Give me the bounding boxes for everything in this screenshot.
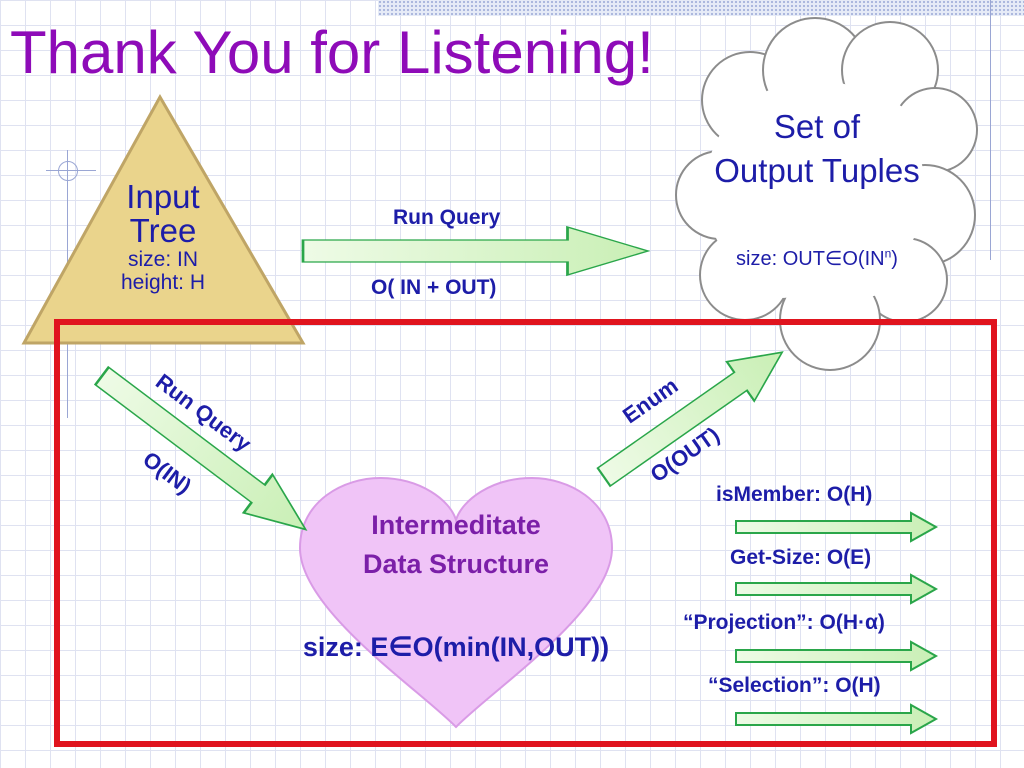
operation-label: “Projection”: O(H·α)	[683, 611, 885, 634]
input-tree-label: Input Tree size: IN height: H	[68, 178, 258, 295]
enum-diag-arrow	[589, 331, 797, 498]
operation-arrow	[735, 574, 937, 604]
operation-label: isMember: O(H)	[716, 483, 873, 506]
heart-label-line2: Data Structure	[362, 549, 550, 579]
output-cloud-size-suffix: )	[891, 248, 898, 270]
output-cloud-title-line1: Set of	[773, 108, 861, 145]
run-query-arrow	[301, 225, 650, 277]
output-cloud-size: size: OUT∈O(INn)	[672, 246, 962, 271]
heart-label: Intermeditate Data Structure	[296, 506, 616, 584]
operation-label: “Selection”: O(H)	[708, 674, 881, 697]
operation-arrow	[735, 641, 937, 671]
input-tree-triangle	[21, 93, 306, 345]
input-tree-size: size: IN	[127, 248, 198, 271]
operation-label: Get-Size: O(E)	[730, 546, 872, 569]
input-tree-height: height: H	[120, 271, 206, 294]
input-tree-title-line2: Tree	[129, 212, 197, 249]
decorative-vertical-line	[990, 0, 991, 260]
highlight-frame	[54, 319, 997, 747]
output-cloud-size-prefix: size: OUT∈O(IN	[736, 248, 885, 270]
heart-shape	[298, 476, 614, 729]
operation-arrow	[735, 704, 937, 734]
heart-label-line1: Intermeditate	[371, 510, 541, 540]
run-query-complexity: O( IN + OUT)	[371, 276, 497, 299]
decorative-dotted-band	[378, 0, 1024, 16]
run-query-diag-arrow	[86, 355, 322, 550]
output-cloud-title-line2: Output Tuples	[714, 152, 920, 189]
output-cloud-shape	[675, 17, 978, 371]
operation-arrow	[735, 512, 937, 542]
heart-size: size: E∈O(min(IN,OUT))	[302, 632, 610, 662]
decorative-crosshair-circle	[58, 161, 78, 181]
slide-title: Thank You for Listening!	[10, 19, 654, 86]
output-cloud-size-exponent: n	[884, 246, 892, 261]
output-cloud-title: Set of Output Tuples	[672, 105, 962, 193]
input-tree-title-line1: Input	[126, 178, 200, 215]
run-query-label: Run Query	[393, 206, 501, 229]
